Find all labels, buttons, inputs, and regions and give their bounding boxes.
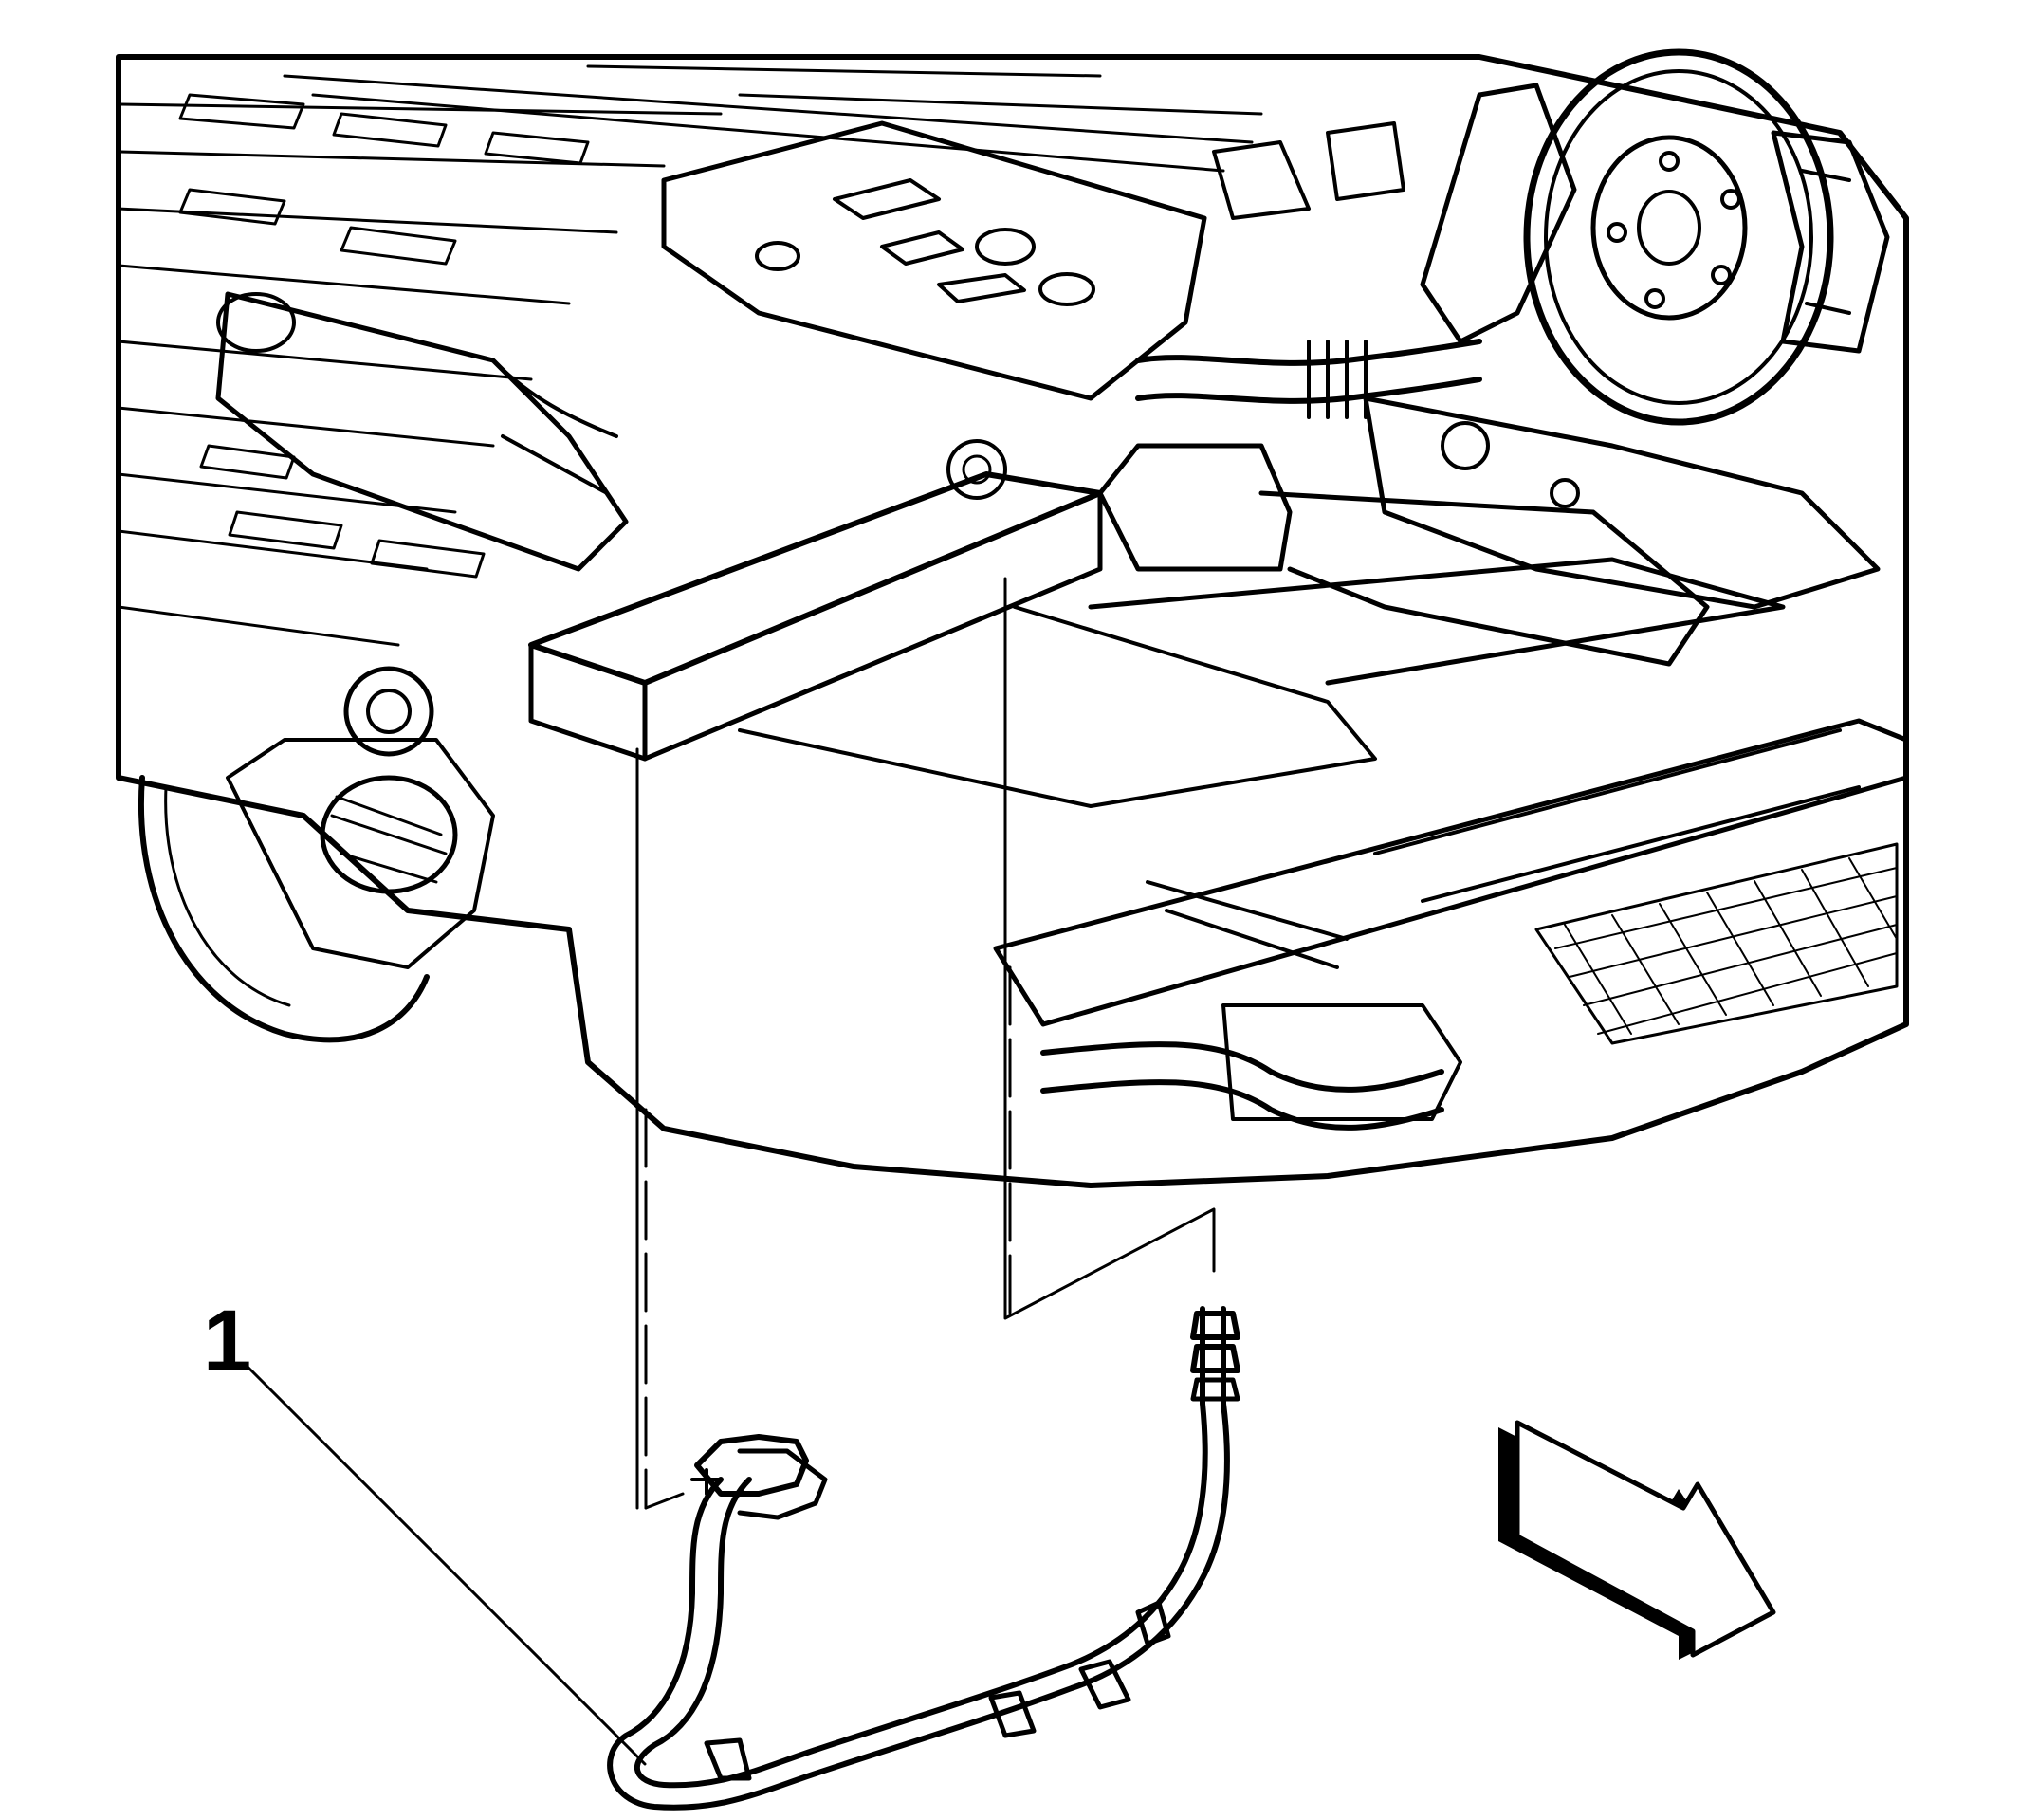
left-brake-rotor: [138, 666, 495, 1043]
front-subframe: [528, 439, 1909, 1131]
hose: [607, 1306, 1240, 1811]
right-brake-rotor: [1135, 48, 1890, 610]
callout-leader-line: [245, 1364, 647, 1766]
callout-number: 1: [203, 1293, 252, 1389]
alignment-lines: [635, 577, 1216, 1510]
front-direction-arrow: [1498, 1420, 1776, 1660]
